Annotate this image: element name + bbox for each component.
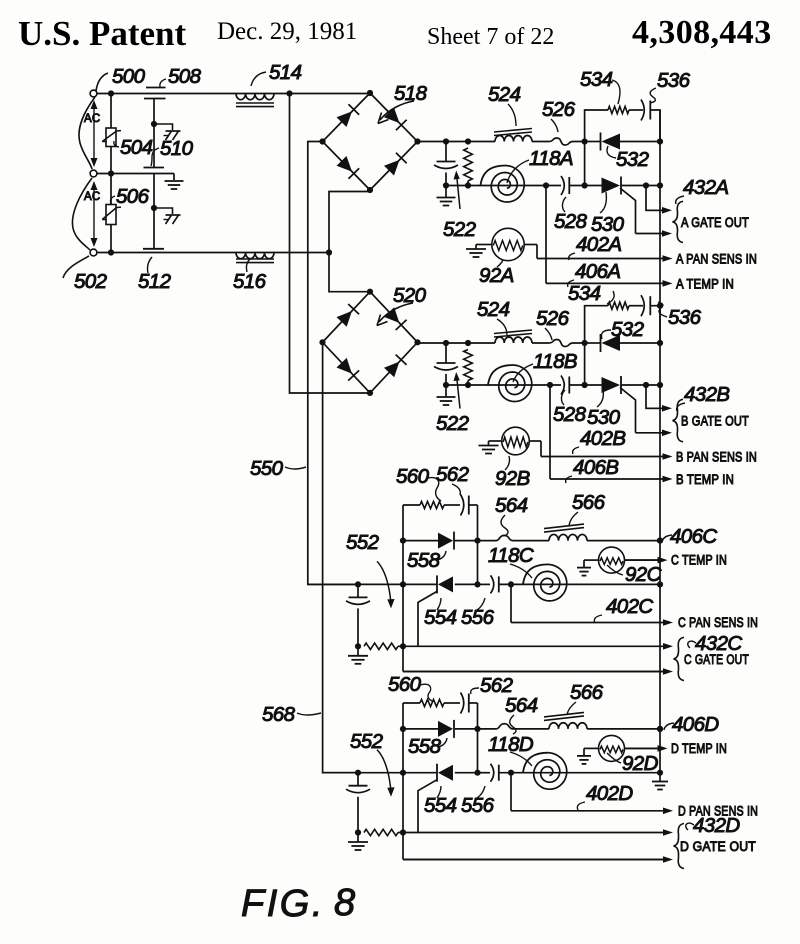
svg-text:A TEMP IN: A TEMP IN bbox=[676, 276, 734, 291]
svg-text:118B: 118B bbox=[533, 350, 577, 373]
svg-text:552: 552 bbox=[346, 531, 380, 554]
svg-text:534: 534 bbox=[568, 282, 601, 305]
svg-text:564: 564 bbox=[495, 494, 528, 517]
svg-text:564: 564 bbox=[505, 694, 538, 717]
svg-text:A PAN SENS IN: A PAN SENS IN bbox=[676, 252, 757, 267]
svg-text:504: 504 bbox=[120, 136, 153, 159]
svg-text:550: 550 bbox=[250, 457, 284, 480]
svg-text:566: 566 bbox=[572, 491, 606, 514]
svg-text:560: 560 bbox=[388, 673, 422, 696]
svg-text:402D: 402D bbox=[586, 782, 633, 805]
svg-text:AC: AC bbox=[84, 191, 100, 203]
svg-text:552: 552 bbox=[350, 730, 384, 753]
svg-text:528: 528 bbox=[553, 403, 587, 426]
svg-text:118C: 118C bbox=[488, 544, 534, 567]
svg-text:8: 8 bbox=[334, 882, 355, 924]
svg-text:536: 536 bbox=[657, 69, 691, 92]
svg-text:506: 506 bbox=[116, 185, 150, 208]
svg-text:432C: 432C bbox=[695, 632, 742, 655]
svg-text:92B: 92B bbox=[495, 467, 530, 490]
svg-text:C TEMP IN: C TEMP IN bbox=[671, 553, 727, 568]
svg-text:566: 566 bbox=[570, 681, 604, 704]
svg-text:AC: AC bbox=[84, 113, 100, 125]
svg-text:402C: 402C bbox=[606, 595, 653, 618]
svg-text:C PAN SENS IN: C PAN SENS IN bbox=[678, 615, 758, 630]
svg-text:512: 512 bbox=[138, 270, 172, 293]
svg-text:562: 562 bbox=[480, 674, 514, 697]
svg-text:406A: 406A bbox=[575, 260, 620, 283]
svg-text:D TEMP IN: D TEMP IN bbox=[671, 741, 727, 756]
svg-text:530: 530 bbox=[587, 406, 621, 429]
svg-text:568: 568 bbox=[262, 703, 296, 726]
svg-text:514: 514 bbox=[269, 61, 302, 84]
svg-text:524: 524 bbox=[477, 298, 510, 321]
svg-text:D PAN SENS IN: D PAN SENS IN bbox=[678, 803, 758, 818]
svg-text:500: 500 bbox=[112, 65, 146, 88]
svg-text:530: 530 bbox=[591, 213, 625, 236]
svg-text:A GATE OUT: A GATE OUT bbox=[681, 215, 749, 230]
svg-text:402A: 402A bbox=[576, 233, 621, 256]
svg-text:432A: 432A bbox=[683, 176, 728, 199]
svg-text:B PAN SENS IN: B PAN SENS IN bbox=[676, 450, 757, 465]
svg-text:406B: 406B bbox=[573, 456, 618, 479]
svg-text:D GATE OUT: D GATE OUT bbox=[680, 839, 756, 854]
svg-text:92C: 92C bbox=[625, 563, 662, 586]
svg-text:528: 528 bbox=[554, 210, 588, 233]
svg-text:554: 554 bbox=[424, 794, 457, 817]
svg-text:558: 558 bbox=[407, 549, 441, 572]
svg-text:532: 532 bbox=[611, 318, 645, 341]
svg-text:510: 510 bbox=[160, 137, 194, 160]
svg-text:B TEMP IN: B TEMP IN bbox=[676, 472, 734, 487]
svg-text:502: 502 bbox=[74, 270, 108, 293]
svg-text:C GATE OUT: C GATE OUT bbox=[684, 652, 749, 667]
svg-text:118A: 118A bbox=[529, 147, 573, 170]
svg-text:560: 560 bbox=[396, 465, 430, 488]
svg-text:554: 554 bbox=[424, 606, 457, 629]
svg-text:B GATE OUT: B GATE OUT bbox=[681, 414, 749, 429]
svg-text:522: 522 bbox=[443, 218, 477, 241]
svg-text:92D: 92D bbox=[622, 752, 659, 775]
svg-text:562: 562 bbox=[436, 463, 470, 486]
svg-text:522: 522 bbox=[436, 412, 470, 435]
svg-text:92A: 92A bbox=[479, 264, 514, 287]
svg-text:432B: 432B bbox=[684, 383, 729, 406]
svg-text:406D: 406D bbox=[672, 713, 719, 736]
svg-text:536: 536 bbox=[668, 306, 702, 329]
svg-text:532: 532 bbox=[616, 148, 650, 171]
svg-text:516: 516 bbox=[233, 270, 267, 293]
svg-text:526: 526 bbox=[542, 98, 576, 121]
svg-text:524: 524 bbox=[488, 83, 521, 106]
svg-text:534: 534 bbox=[580, 68, 613, 91]
svg-text:558: 558 bbox=[408, 735, 442, 758]
svg-text:508: 508 bbox=[168, 65, 202, 88]
svg-text:FIG.: FIG. bbox=[241, 883, 325, 925]
svg-text:432D: 432D bbox=[693, 814, 740, 837]
svg-text:556: 556 bbox=[461, 794, 495, 817]
svg-text:526: 526 bbox=[536, 307, 570, 330]
svg-text:406C: 406C bbox=[670, 525, 717, 548]
svg-text:402B: 402B bbox=[580, 427, 625, 450]
